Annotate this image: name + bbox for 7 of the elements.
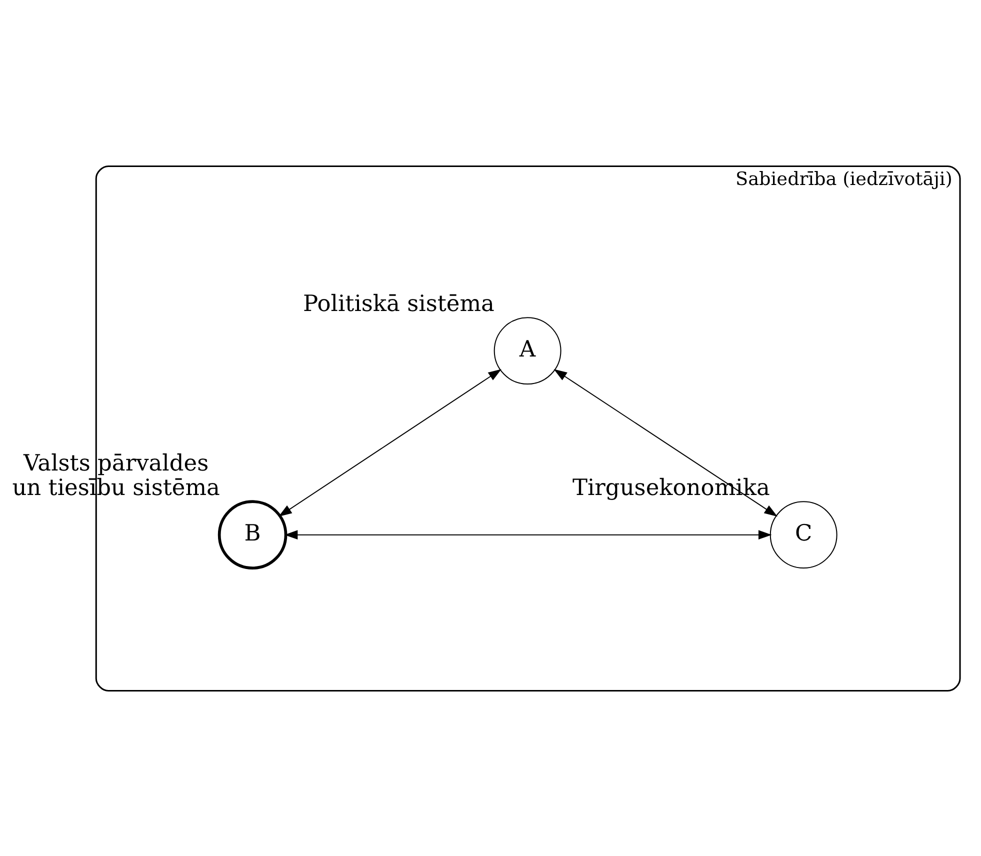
- node-circle: A: [494, 316, 562, 384]
- node-circle: B: [218, 500, 288, 569]
- arrow: [284, 530, 772, 539]
- arrow: [554, 368, 778, 516]
- arrow: [278, 368, 502, 516]
- node-circle: C: [770, 500, 838, 568]
- node-label: Politiskā sistēma: [303, 290, 494, 317]
